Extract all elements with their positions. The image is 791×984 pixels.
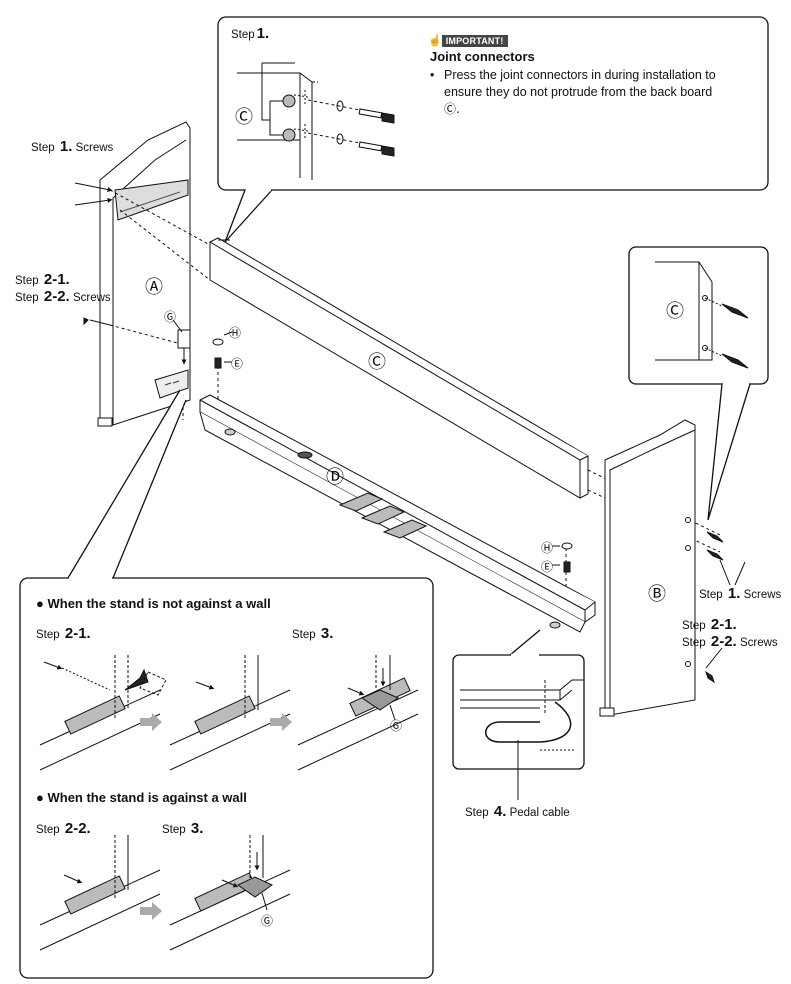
bottom-panel <box>19 577 434 979</box>
pedal-bar-d <box>199 394 596 633</box>
label-e-top: Ⓔ <box>231 357 244 371</box>
back-board-c <box>209 237 589 499</box>
label-b: Ⓑ <box>648 584 666 605</box>
step3-label-panel-2: Step 3. <box>162 820 204 837</box>
label-a: Ⓐ <box>145 277 163 298</box>
step1-screws-left: Step 1. Screws <box>31 138 114 155</box>
step2-screws-left: Step 2-1. Step 2-2. Screws <box>15 271 111 305</box>
label-g-fig5: Ⓖ <box>261 914 274 928</box>
label-h-bottom: Ⓗ <box>541 541 554 555</box>
joint-connectors-note: •Press the joint connectors in during in… <box>430 68 716 116</box>
step22-label-panel: Step 2-2. <box>36 820 91 837</box>
heading-not-against-wall: ● When the stand is not against a wall <box>36 596 271 611</box>
label-c-board: Ⓒ <box>368 352 386 373</box>
label-g-fig3: Ⓖ <box>390 719 403 733</box>
label-h-top: Ⓗ <box>229 326 242 340</box>
step3-label-panel-1: Step 3. <box>292 625 334 642</box>
label-g-top: Ⓖ <box>164 310 177 324</box>
pedal-cable-detail <box>460 679 584 800</box>
step2-screws-right: Step 2-1. Step 2-2. Screws <box>682 616 778 650</box>
side-panel-a <box>97 121 191 427</box>
joint-detail-drawing <box>237 62 395 180</box>
step1-screws-right: Step 1. Screws <box>699 585 782 602</box>
side-panel-a-details <box>74 182 211 365</box>
joint-connectors-title: Joint connectors <box>430 49 535 64</box>
step4-pedal-cable: Step 4. Pedal cable <box>465 803 570 820</box>
label-c-detail: Ⓒ <box>235 107 253 128</box>
callout-box-joint <box>217 16 769 191</box>
back-board-detail <box>655 261 749 369</box>
hand-pointer-icon: ☝ <box>428 35 442 47</box>
label-e-bottom: Ⓔ <box>541 560 554 574</box>
side-panel-b <box>599 419 696 717</box>
important-badge: ☝IMPORTANT! <box>428 31 508 49</box>
label-d: Ⓓ <box>326 467 344 488</box>
heading-against-wall: ● When the stand is against a wall <box>36 790 247 805</box>
bottom-figures <box>39 655 419 951</box>
label-c-right: Ⓒ <box>666 301 684 322</box>
step21-label-panel: Step 2-1. <box>36 625 91 642</box>
